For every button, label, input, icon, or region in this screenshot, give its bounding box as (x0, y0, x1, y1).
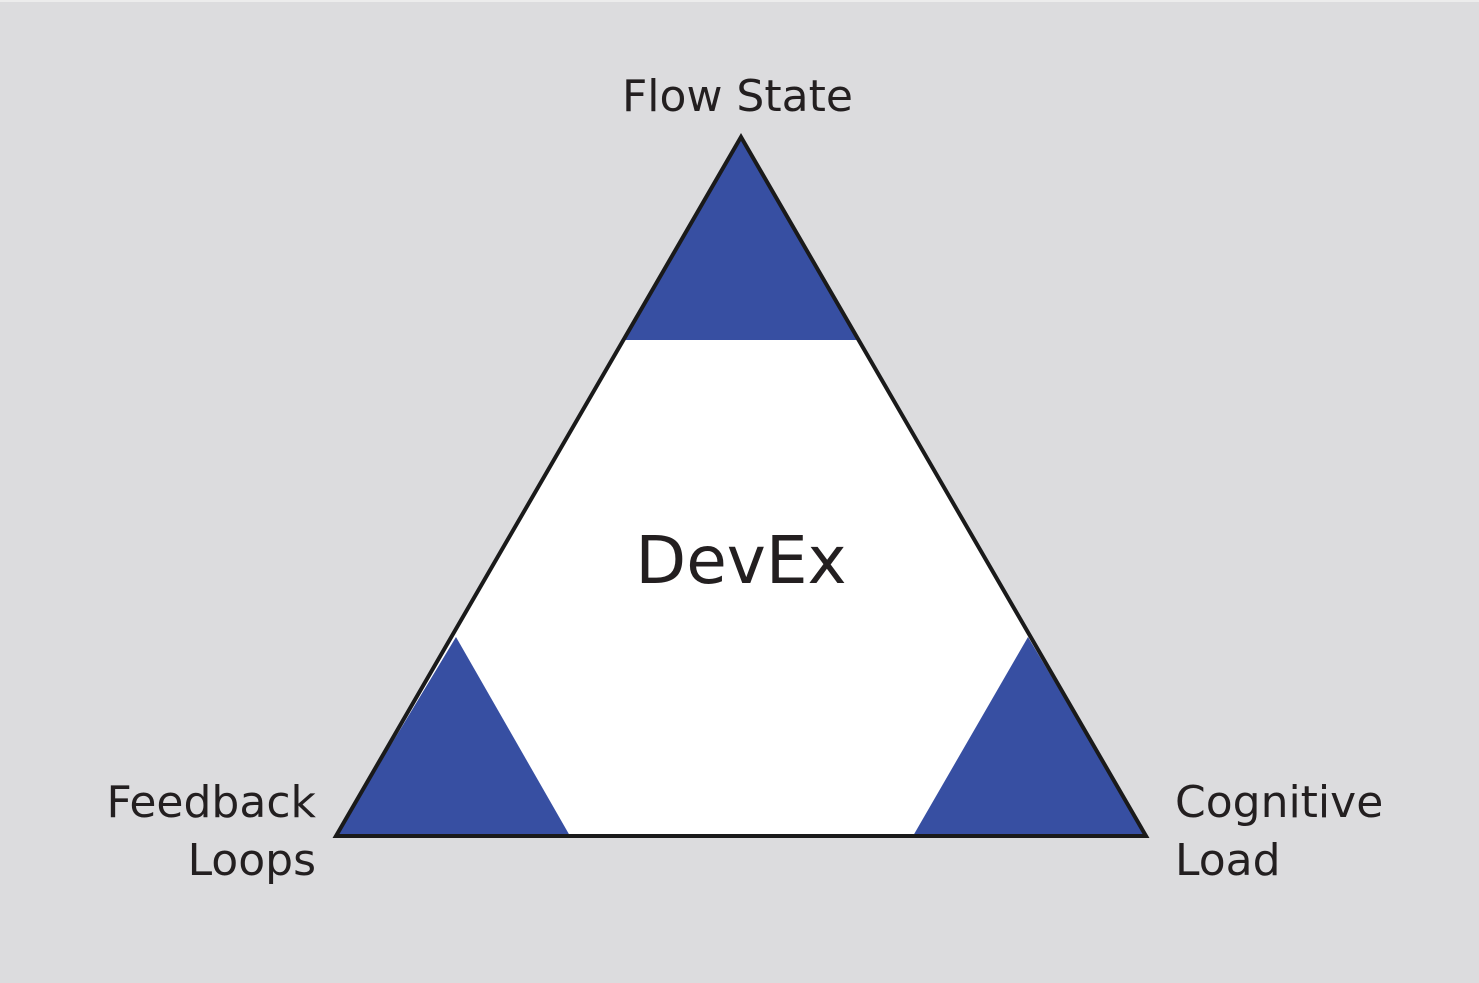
top-border (0, 0, 1479, 2)
label-cognitive-line2: Load (1175, 835, 1281, 886)
label-cognitive-load: Cognitive Load (1175, 774, 1383, 890)
label-cognitive-line1: Cognitive (1175, 777, 1384, 828)
label-feedback-loops: Feedback Loops (106, 774, 316, 890)
label-flow-state: Flow State (622, 71, 853, 122)
label-devex: DevEx (635, 522, 847, 599)
triangle-outline (332, 133, 1150, 838)
corner-flow-state (625, 137, 857, 340)
corner-feedback-loops (336, 637, 570, 836)
corner-cognitive-load (913, 637, 1146, 836)
label-feedback-line2: Loops (187, 835, 316, 886)
triangle-inner (336, 137, 1146, 836)
label-feedback-line1: Feedback (106, 777, 316, 828)
